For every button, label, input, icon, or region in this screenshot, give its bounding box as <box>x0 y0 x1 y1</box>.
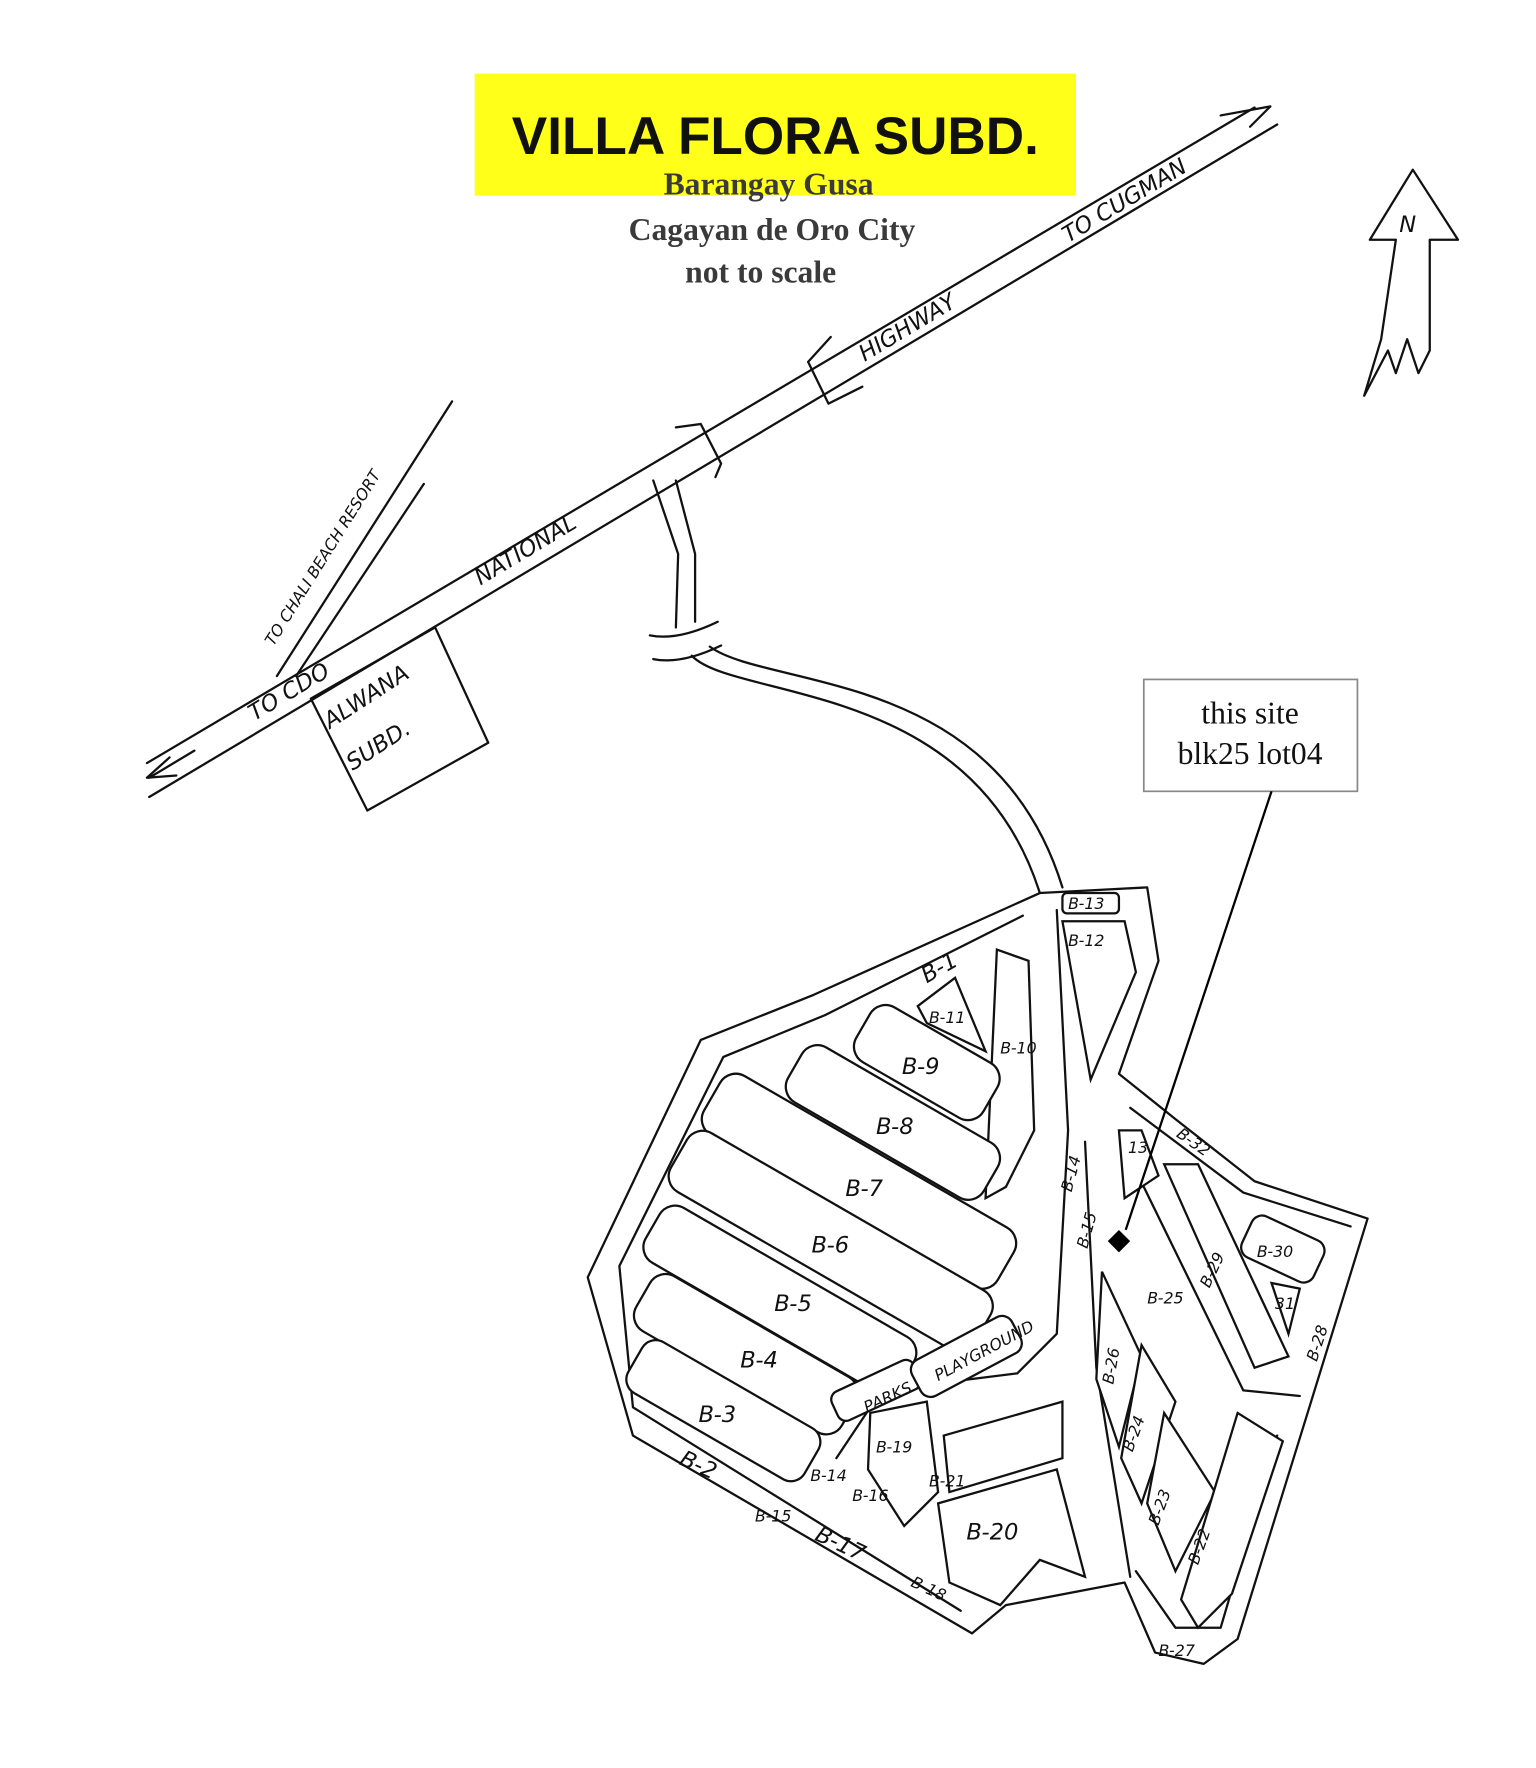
block-label: B-11 <box>929 1008 965 1027</box>
access-road <box>648 479 1064 895</box>
subdivision-plan: B-1 B-2 B-3 B-4 B-5 B-6 B-7 B-8 B-9 B-10… <box>586 886 1369 1665</box>
arrow-right-icon <box>1219 105 1272 128</box>
block-label: B-28 <box>1302 1323 1331 1363</box>
callout-line2: blk25 lot04 <box>1178 736 1323 771</box>
block-label: B-14 <box>810 1466 846 1485</box>
title-block: VILLA FLORA SUBD. Barangay Gusa Cagayan … <box>474 73 1076 290</box>
subdivision-title: VILLA FLORA SUBD. <box>512 107 1039 166</box>
north-arrow-icon: N <box>1363 168 1460 397</box>
block-label: B-9 <box>902 1054 940 1080</box>
block-label: B-14 <box>1057 1154 1085 1194</box>
arrow-left-icon <box>145 749 196 779</box>
barangay-label: Barangay Gusa <box>664 167 874 202</box>
road-label-highway: HIGHWAY <box>854 288 962 367</box>
block-label: 13 <box>1128 1138 1148 1157</box>
block-label: B-15 <box>755 1506 791 1525</box>
road-label-to-chali: TO CHALI BEACH RESORT <box>261 465 385 648</box>
alwana-subdivision: ALWANA SUBD. <box>309 626 490 812</box>
block-label: B-17 <box>811 1521 870 1567</box>
block-label: B-4 <box>740 1348 778 1374</box>
block-label: B-2 <box>676 1446 721 1485</box>
block-label: B-21 <box>929 1471 965 1490</box>
block-label: B-5 <box>774 1291 812 1317</box>
title-highlight <box>474 73 1076 196</box>
block-label: B-25 <box>1147 1288 1183 1307</box>
callout-leader <box>1124 790 1273 1231</box>
block-label: B-7 <box>845 1176 883 1202</box>
block-label: B-19 <box>876 1438 912 1457</box>
block-label: 31 <box>1275 1294 1295 1313</box>
national-highway: HIGHWAY TO CUGMAN NATIONAL TO CDO <box>145 105 1279 799</box>
block-label: B-8 <box>876 1114 914 1140</box>
block-label: B-3 <box>698 1402 736 1428</box>
city-label: Cagayan de Oro City <box>629 212 916 247</box>
alwana-label-line2: SUBD. <box>342 716 416 776</box>
site-callout: this site blk25 lot04 <box>1124 678 1359 1231</box>
block-label: B-12 <box>1068 931 1104 950</box>
block-label: B-16 <box>852 1486 888 1505</box>
road-label-to-cugman: TO CUGMAN <box>1058 154 1192 249</box>
callout-line1: this site <box>1201 696 1299 731</box>
block-label: B-27 <box>1158 1641 1194 1660</box>
block-label: B-30 <box>1257 1242 1293 1261</box>
site-marker <box>1107 1229 1131 1253</box>
block-label: B-6 <box>812 1232 850 1258</box>
scale-note: not to scale <box>685 255 836 290</box>
block-label: B-13 <box>1068 894 1104 913</box>
block-label: B-20 <box>966 1520 1018 1546</box>
block-label: B-15 <box>1073 1210 1101 1250</box>
north-label: N <box>1399 212 1416 238</box>
block-label: B-10 <box>1000 1039 1036 1058</box>
